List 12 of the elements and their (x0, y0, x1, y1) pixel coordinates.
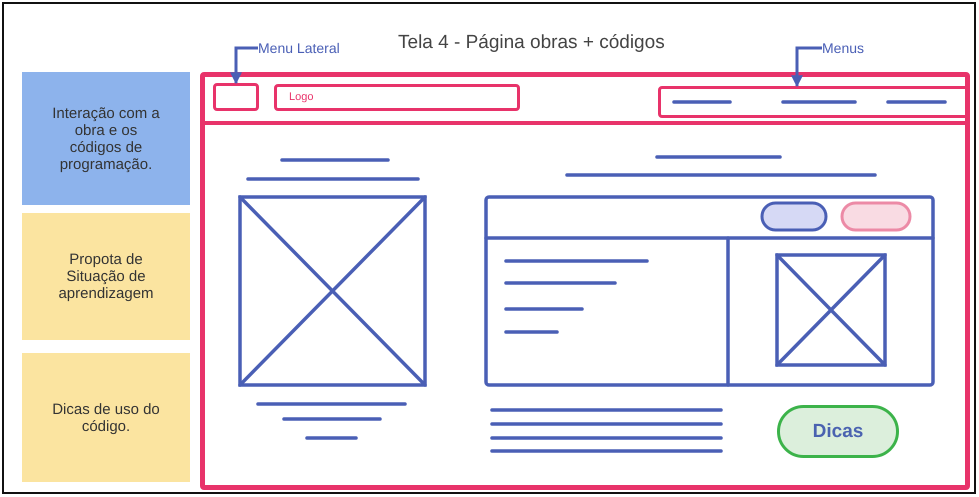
annotation-label: Menus (822, 40, 864, 56)
tips-button: Dicas (777, 405, 899, 458)
arrow (230, 46, 258, 84)
sticky-note: Dicas de uso do código. (22, 353, 190, 482)
diagram-title: Tela 4 - Página obras + códigos (398, 32, 665, 54)
arrow (791, 46, 822, 88)
page-frame (200, 72, 970, 490)
annotation-label: Menu Lateral (258, 40, 340, 56)
sticky-note: Propota de Situação de aprendizagem (22, 213, 190, 340)
menu-button (213, 83, 259, 111)
sticky-note: Interação com a obra e os códigos de programação. (22, 72, 190, 205)
text-field: Logo (274, 84, 520, 111)
